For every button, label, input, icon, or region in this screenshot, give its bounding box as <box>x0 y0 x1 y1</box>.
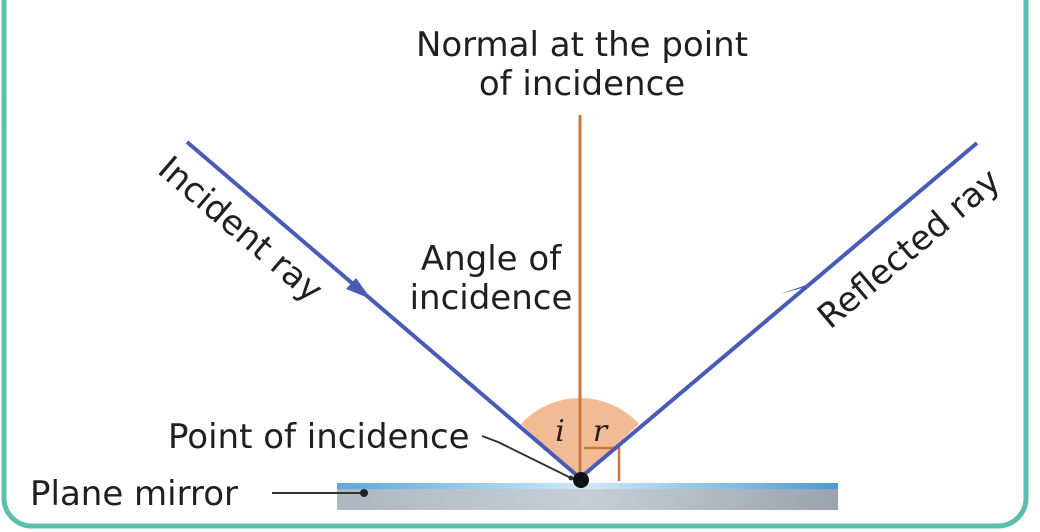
reflected-ray-label: Reflected ray <box>810 161 1008 337</box>
point-of-incidence-leader <box>481 435 574 481</box>
angle-r-symbol: r <box>593 414 609 449</box>
angle-i-symbol: i <box>555 414 565 449</box>
arrow-head-icon <box>780 283 812 300</box>
reflected-ray <box>578 141 979 480</box>
normal-label-line2: of incidence <box>479 64 685 104</box>
plane-mirror <box>337 483 838 510</box>
incident-ray-label: Incident ray <box>150 148 330 310</box>
angle-of-incidence-label-line1: Angle of <box>421 239 562 279</box>
angle-of-incidence-label-line2: incidence <box>410 278 573 318</box>
point-of-incidence-dot <box>573 472 589 488</box>
angle-of-reflection-sector <box>580 398 639 478</box>
normal-label-line1: Normal at the point <box>416 25 748 65</box>
plane-mirror-label: Plane mirror <box>30 474 238 514</box>
right-angle-marker <box>584 446 621 481</box>
incident-ray <box>185 140 582 480</box>
angle-of-incidence-sector <box>521 398 580 478</box>
point-of-incidence-label: Point of incidence <box>168 417 470 457</box>
arrow-head-icon <box>346 278 371 299</box>
plane-mirror-leader <box>272 489 368 497</box>
